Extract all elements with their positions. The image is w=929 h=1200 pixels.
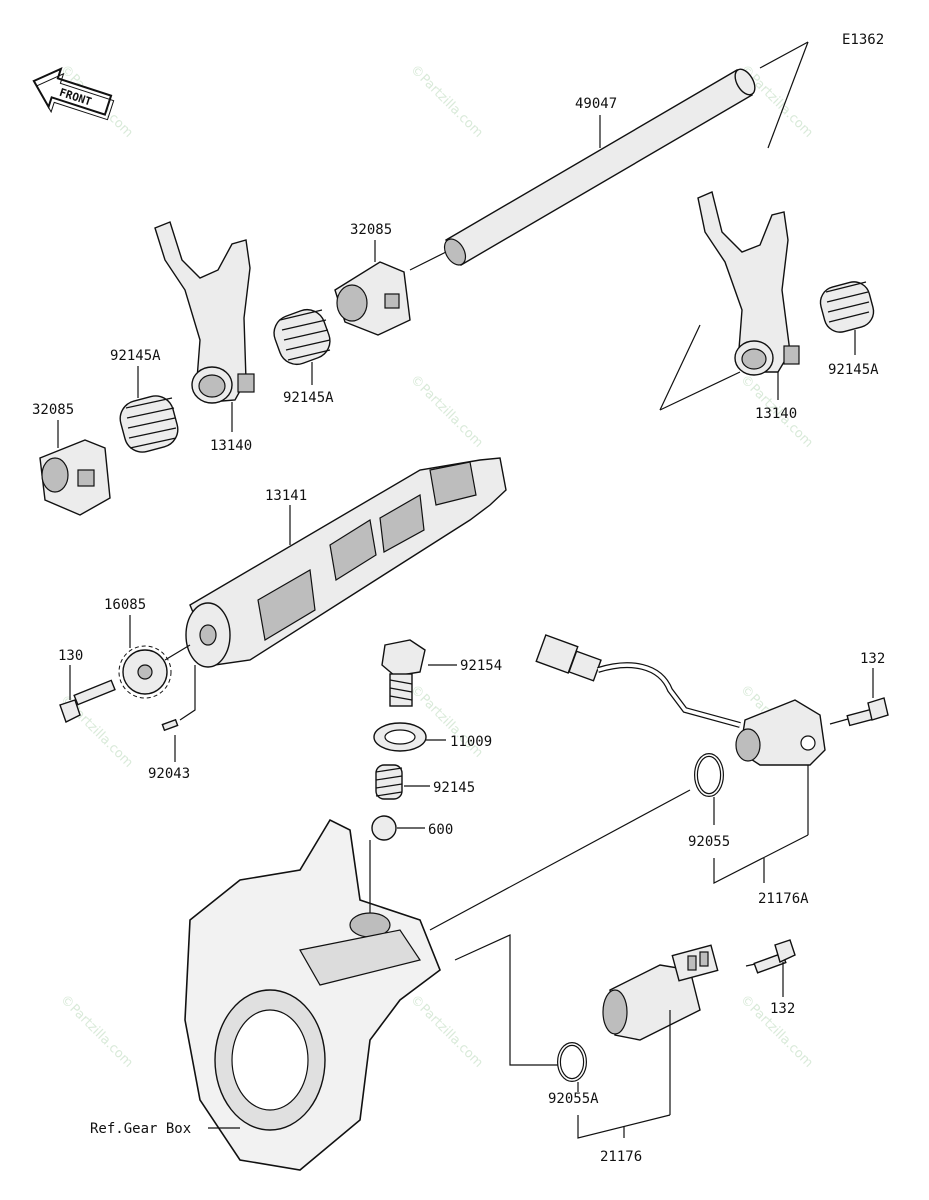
bolt-right-lower: 132 xyxy=(753,939,796,1017)
label-bolt-right-upper: 132 xyxy=(860,651,885,667)
fork-holder-left: 32085 xyxy=(32,402,111,516)
label-pin: 92043 xyxy=(148,766,190,782)
spring-lower: 92145A xyxy=(110,348,179,453)
label-bolt-right-lower: 132 xyxy=(770,1001,795,1017)
label-bolt-left: 130 xyxy=(58,648,83,664)
spring-upper: 92145A xyxy=(273,308,334,406)
shift-fork-left: 13140 xyxy=(154,221,255,454)
watermark: ©Partzilla.com xyxy=(407,372,486,451)
fork-holder-top: 32085 xyxy=(334,222,447,336)
label-spring-upper: 92145A xyxy=(283,390,334,406)
watermark: ©Partzilla.com xyxy=(57,992,136,1071)
sensor-upper: 21176A xyxy=(535,634,826,907)
label-detent-spring: 92145 xyxy=(433,780,475,796)
label-spring-lower: 92145A xyxy=(110,348,161,364)
label-sensor-lower: 21176 xyxy=(600,1149,642,1165)
label-o-ring-upper: 92055 xyxy=(688,834,730,850)
label-spring-right: 92145A xyxy=(828,362,879,378)
bolt-left: 130 xyxy=(58,648,116,723)
shift-shaft: 49047 xyxy=(443,41,809,266)
label-gear: 16085 xyxy=(104,597,146,613)
label-fork-right: 13140 xyxy=(755,406,797,422)
label-plug: 92154 xyxy=(460,658,502,674)
watermark: ©Partzilla.com xyxy=(407,992,486,1071)
drum-pin: 92043 xyxy=(148,665,196,782)
spring-right: 92145A xyxy=(819,281,879,378)
front-arrow-icon: FRONT xyxy=(32,66,115,121)
detent-spring: 92145 xyxy=(375,764,475,800)
gear-box-housing: Ref.Gear Box xyxy=(90,818,441,1171)
shift-fork-right: 13140 xyxy=(659,191,800,422)
diagram-code: E1362 xyxy=(842,32,884,48)
label-drum: 13141 xyxy=(265,488,307,504)
label-washer: 11009 xyxy=(450,734,492,750)
label-sensor-upper: 21176A xyxy=(758,891,809,907)
label-holder-left: 32085 xyxy=(32,402,74,418)
o-ring-upper: 92055 xyxy=(688,753,809,884)
detent-ball: 600 xyxy=(371,815,453,841)
label-holder-top: 32085 xyxy=(350,222,392,238)
label-ball: 600 xyxy=(428,822,453,838)
sensor-lower: 21176 xyxy=(600,944,761,1165)
label-o-ring-lower: 92055A xyxy=(548,1091,599,1107)
ref-gear-box-label: Ref.Gear Box xyxy=(90,1121,191,1137)
label-fork-left: 13140 xyxy=(210,438,252,454)
drain-plug: 92154 xyxy=(381,639,502,707)
bolt-right-upper: 132 xyxy=(829,651,889,727)
shift-drum: 13141 xyxy=(185,457,507,668)
label-shaft: 49047 xyxy=(575,96,617,112)
washer: 11009 xyxy=(373,722,492,752)
o-ring-lower: 92055A xyxy=(548,1042,671,1139)
drum-gear: 16085 xyxy=(104,597,191,699)
watermark: ©Partzilla.com xyxy=(407,62,486,141)
